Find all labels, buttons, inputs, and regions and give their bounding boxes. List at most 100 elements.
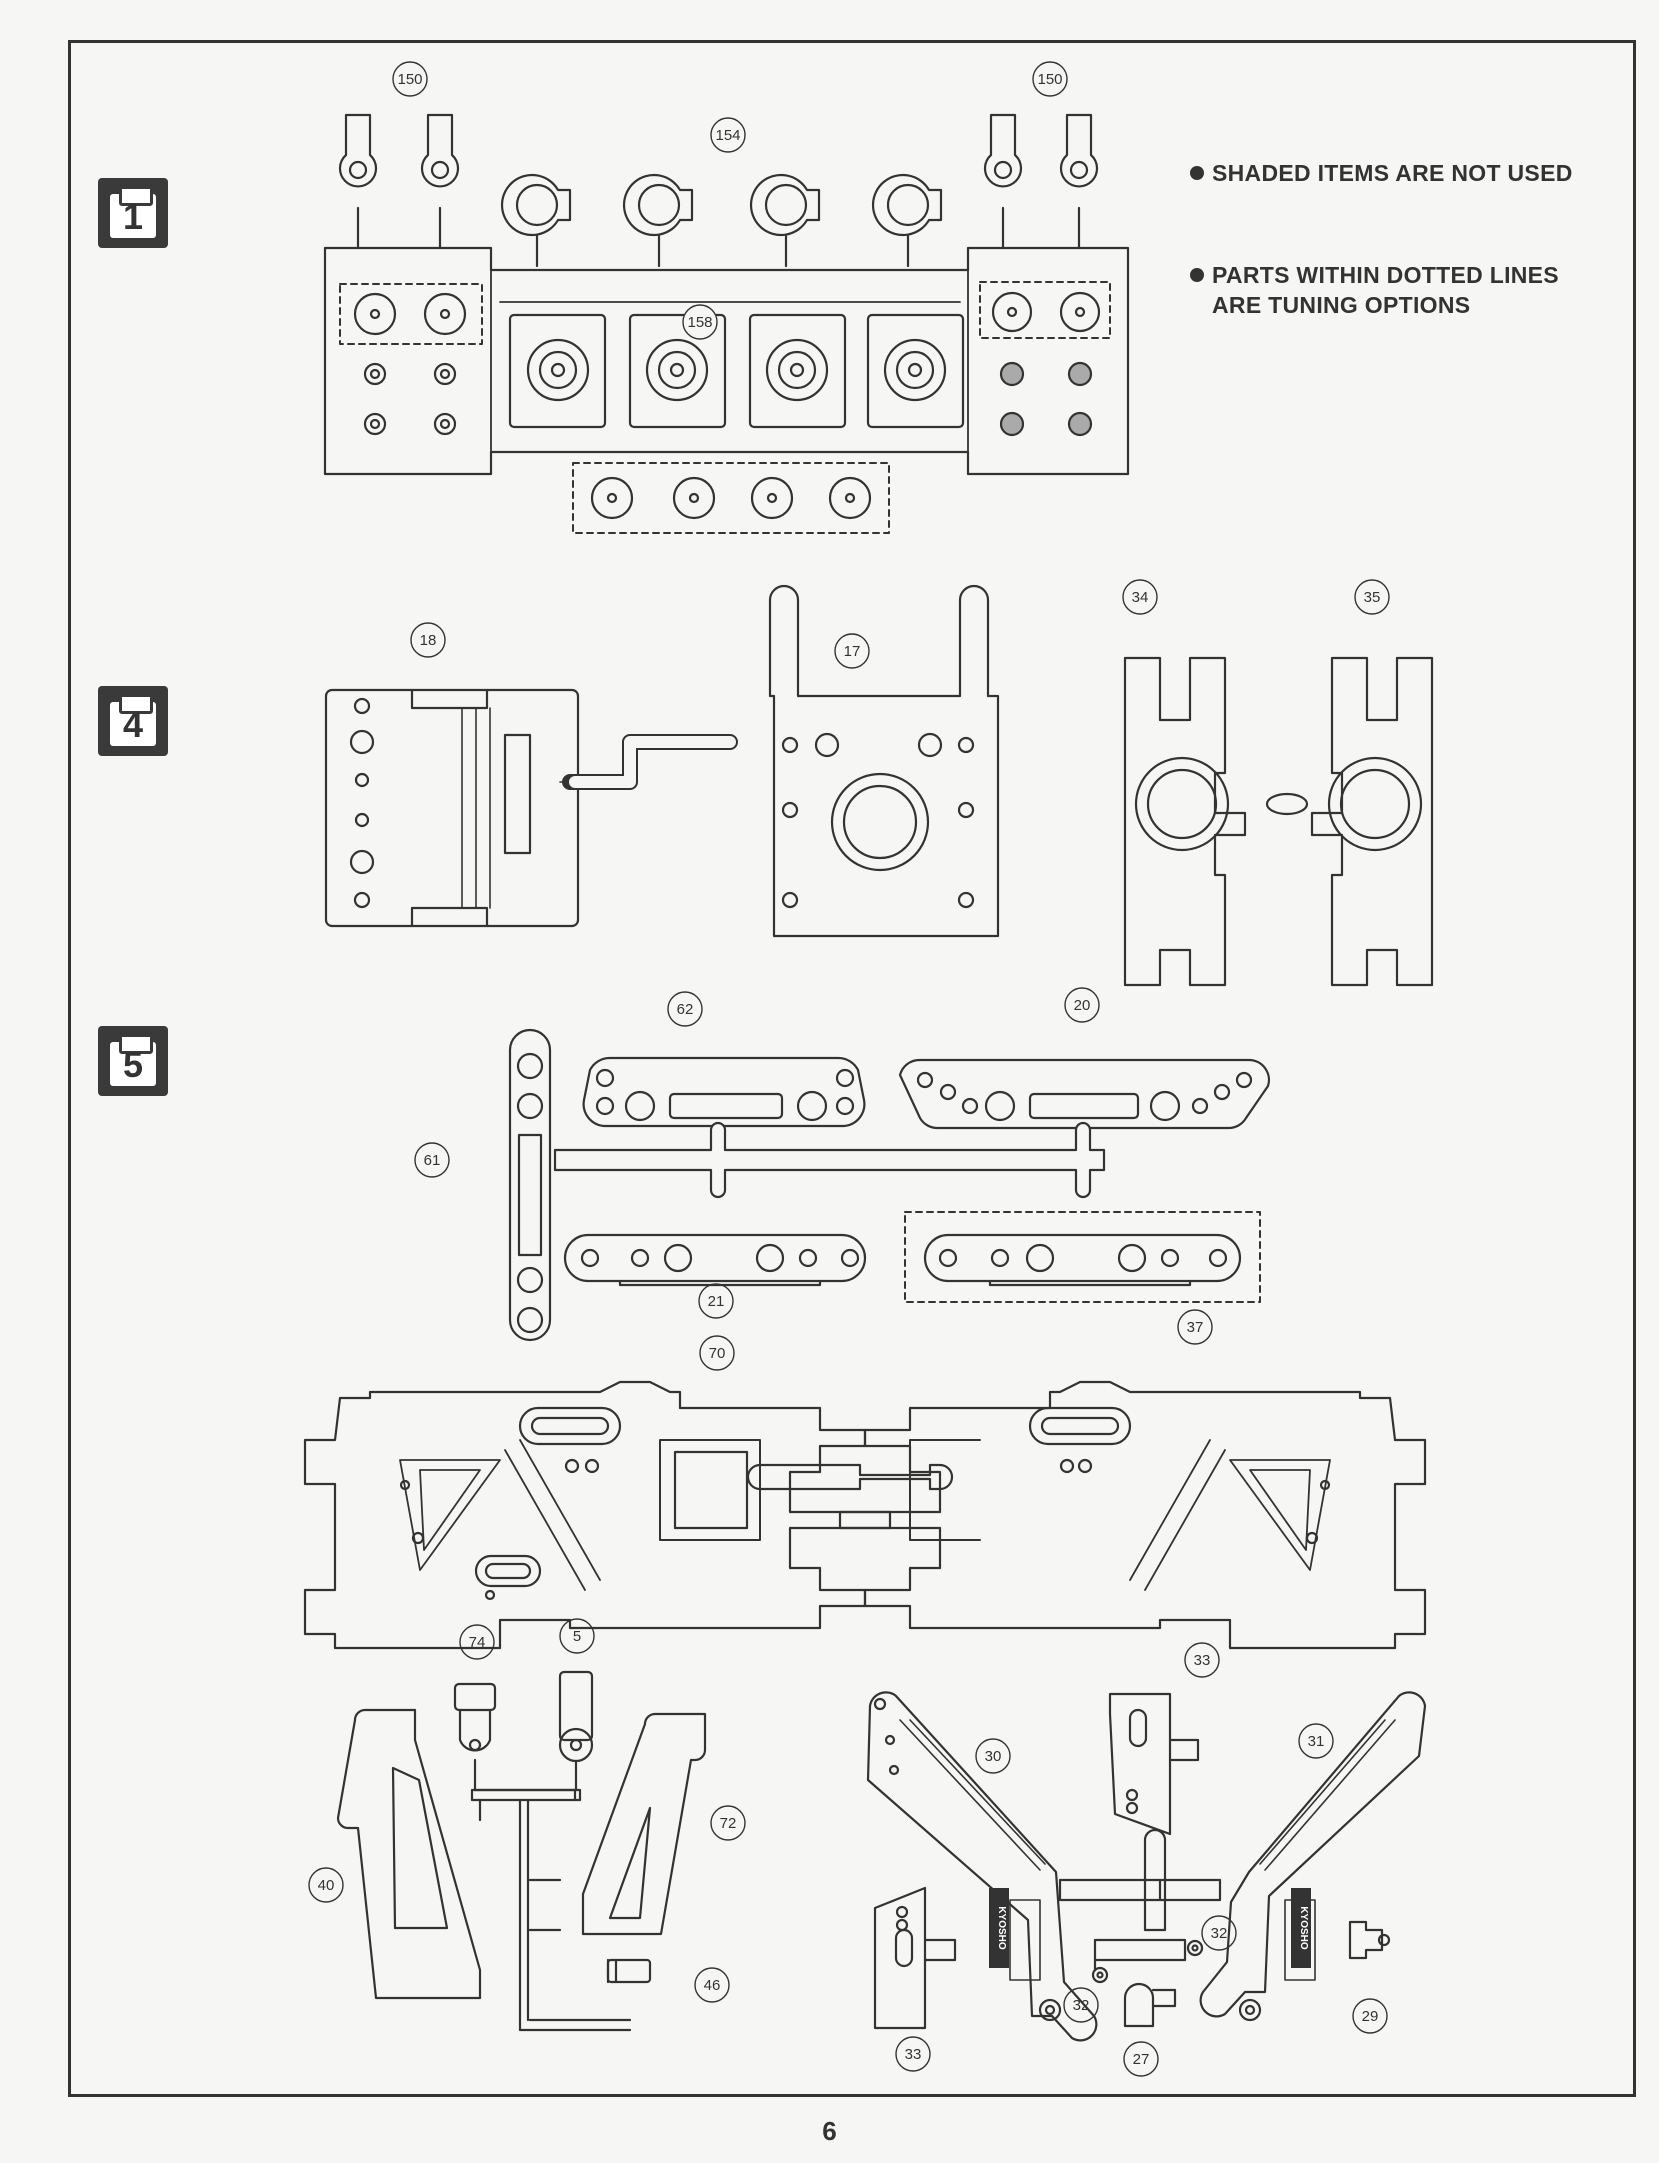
callout-18: 18 [410,622,446,658]
svg-text:27: 27 [1133,2051,1150,2068]
svg-text:17: 17 [844,643,861,660]
part-74 [453,1682,497,1792]
sprue-connector [562,734,738,790]
part-29 [1348,1920,1391,1960]
sprue-step5 [553,1121,1106,1199]
callout-72: 72 [710,1805,746,1841]
step-number: 4 [122,704,144,745]
callout-40: 40 [308,1867,344,1903]
callout-74: 74 [459,1624,495,1660]
callout-32-left: 32 [1063,1987,1099,2023]
svg-text:37: 37 [1187,1319,1204,1336]
svg-text:40: 40 [318,1877,335,1894]
part-72-arm [581,1712,707,1936]
svg-text:30: 30 [985,1748,1002,1765]
part-18-servo-mount [324,688,601,928]
svg-text:158: 158 [687,314,712,331]
callout-29: 29 [1352,1998,1388,2034]
callout-61: 61 [414,1142,450,1178]
bag-tab-icon [119,186,153,206]
svg-text:62: 62 [677,1001,694,1018]
part-62-arm-holder [582,1056,866,1128]
center-sprue [1058,1828,1222,1972]
page-number: 6 [822,2116,837,2146]
part-32-washers [1091,1939,1204,1984]
svg-text:5: 5 [573,1628,581,1645]
bag-tab-icon [119,1034,153,1054]
step-badge-1: 1 [98,178,168,248]
callout-154: 154 [710,117,746,153]
arm-sprue [746,1463,954,1491]
part-33-mount-bottom [873,1886,957,2030]
svg-text:33: 33 [1194,1652,1211,1669]
part-27 [1123,1982,1177,2028]
stamp-right: KYOSHO [1291,1888,1311,1968]
bag-tab-icon [119,694,153,714]
callout-30: 30 [975,1738,1011,1774]
ball-end-150-right [983,113,1099,250]
svg-text:KYOSHO: KYOSHO [1298,1906,1309,1950]
callout-46: 46 [694,1967,730,2003]
part-61-arm-mount [508,1028,552,1342]
part-21-option-dotted [904,1211,1261,1303]
part-30-shock-tower [866,1691,1098,2042]
part-37-suspension-arm [838,1380,1427,1650]
step-number: 5 [122,1044,144,1085]
part-35-hub-carrier [1310,656,1434,987]
callout-35: 35 [1354,579,1390,615]
svg-text:35: 35 [1364,589,1381,606]
part-70-suspension-arm [303,1380,892,1650]
part-34-hub-carrier [1123,656,1309,987]
svg-text:33: 33 [905,2046,922,2063]
bullet-icon [1190,268,1204,282]
svg-text:70: 70 [709,1345,726,1362]
callout-20: 20 [1064,987,1100,1023]
shock-parts-tree [323,113,1130,534]
stamp-left: KYOSHO [989,1888,1009,1968]
svg-text:150: 150 [1037,71,1062,88]
step-badge-5: 5 [98,1026,168,1096]
callout-150-left: 150 [392,61,428,97]
note-dotted: PARTS WITHIN DOTTED LINES ARE TUNING OPT… [1190,260,1559,320]
part-5 [558,1670,594,1792]
callout-33-top: 33 [1184,1642,1220,1678]
svg-text:21: 21 [708,1293,725,1310]
callout-150-right: 150 [1032,61,1068,97]
callout-17: 17 [834,633,870,669]
ball-end-150-left [338,113,460,250]
small-parts-sprue [470,1788,652,2032]
svg-text:KYOSHO: KYOSHO [996,1906,1007,1950]
svg-text:154: 154 [715,127,740,144]
part-40-arm [336,1708,482,2000]
svg-text:29: 29 [1362,2008,1379,2025]
svg-text:150: 150 [397,71,422,88]
svg-text:18: 18 [420,632,437,649]
callout-21: 21 [698,1283,734,1319]
svg-text:20: 20 [1074,997,1091,1014]
callout-37: 37 [1177,1309,1213,1345]
svg-text:46: 46 [704,1977,721,1994]
page-frame [68,40,1636,2097]
bullet-icon [1190,166,1204,180]
svg-text:61: 61 [424,1152,441,1169]
step-badge-4: 4 [98,686,168,756]
callout-32-right: 32 [1201,1915,1237,1951]
part-20-arm-holder [898,1058,1270,1130]
callout-27: 27 [1123,2041,1159,2077]
svg-text:32: 32 [1073,1997,1090,2014]
svg-text:34: 34 [1132,589,1149,606]
note-shaded: SHADED ITEMS ARE NOT USED [1190,158,1573,188]
callout-62: 62 [667,991,703,1027]
pistons-158 [508,313,965,429]
callout-31: 31 [1298,1723,1334,1759]
part-17-motor-mount [768,584,1000,938]
step-number: 1 [122,196,144,237]
svg-text:32: 32 [1211,1925,1228,1942]
c-rings-154 [501,173,943,268]
svg-text:31: 31 [1308,1733,1325,1750]
part-21-arm-holder [563,1233,867,1287]
svg-text:74: 74 [469,1634,486,1651]
callout-33-bottom: 33 [895,2036,931,2072]
svg-text:72: 72 [720,1815,737,1832]
